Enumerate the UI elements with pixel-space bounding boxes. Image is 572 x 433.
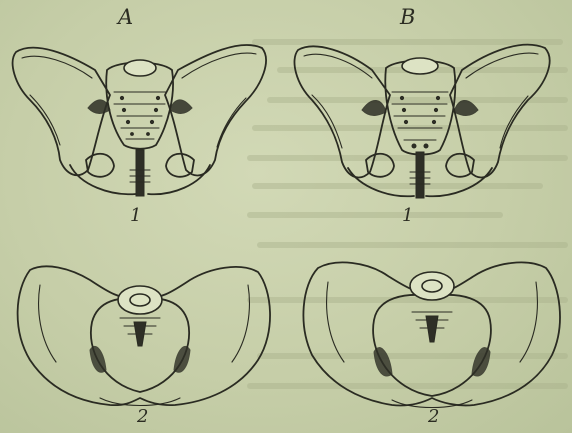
row-label-2-left: 2 xyxy=(137,408,148,426)
column-label-a: A xyxy=(118,7,133,28)
row-label-2-right: 2 xyxy=(428,408,439,426)
row-label-1-left: 1 xyxy=(130,207,141,225)
pelvis-front-a xyxy=(13,45,266,196)
row-label-1-right: 1 xyxy=(402,207,413,225)
column-label-b: B xyxy=(400,7,415,28)
pelvis-top-a xyxy=(18,266,270,405)
pelvis-top-b xyxy=(303,262,560,407)
pelvis-front-b xyxy=(294,45,549,198)
